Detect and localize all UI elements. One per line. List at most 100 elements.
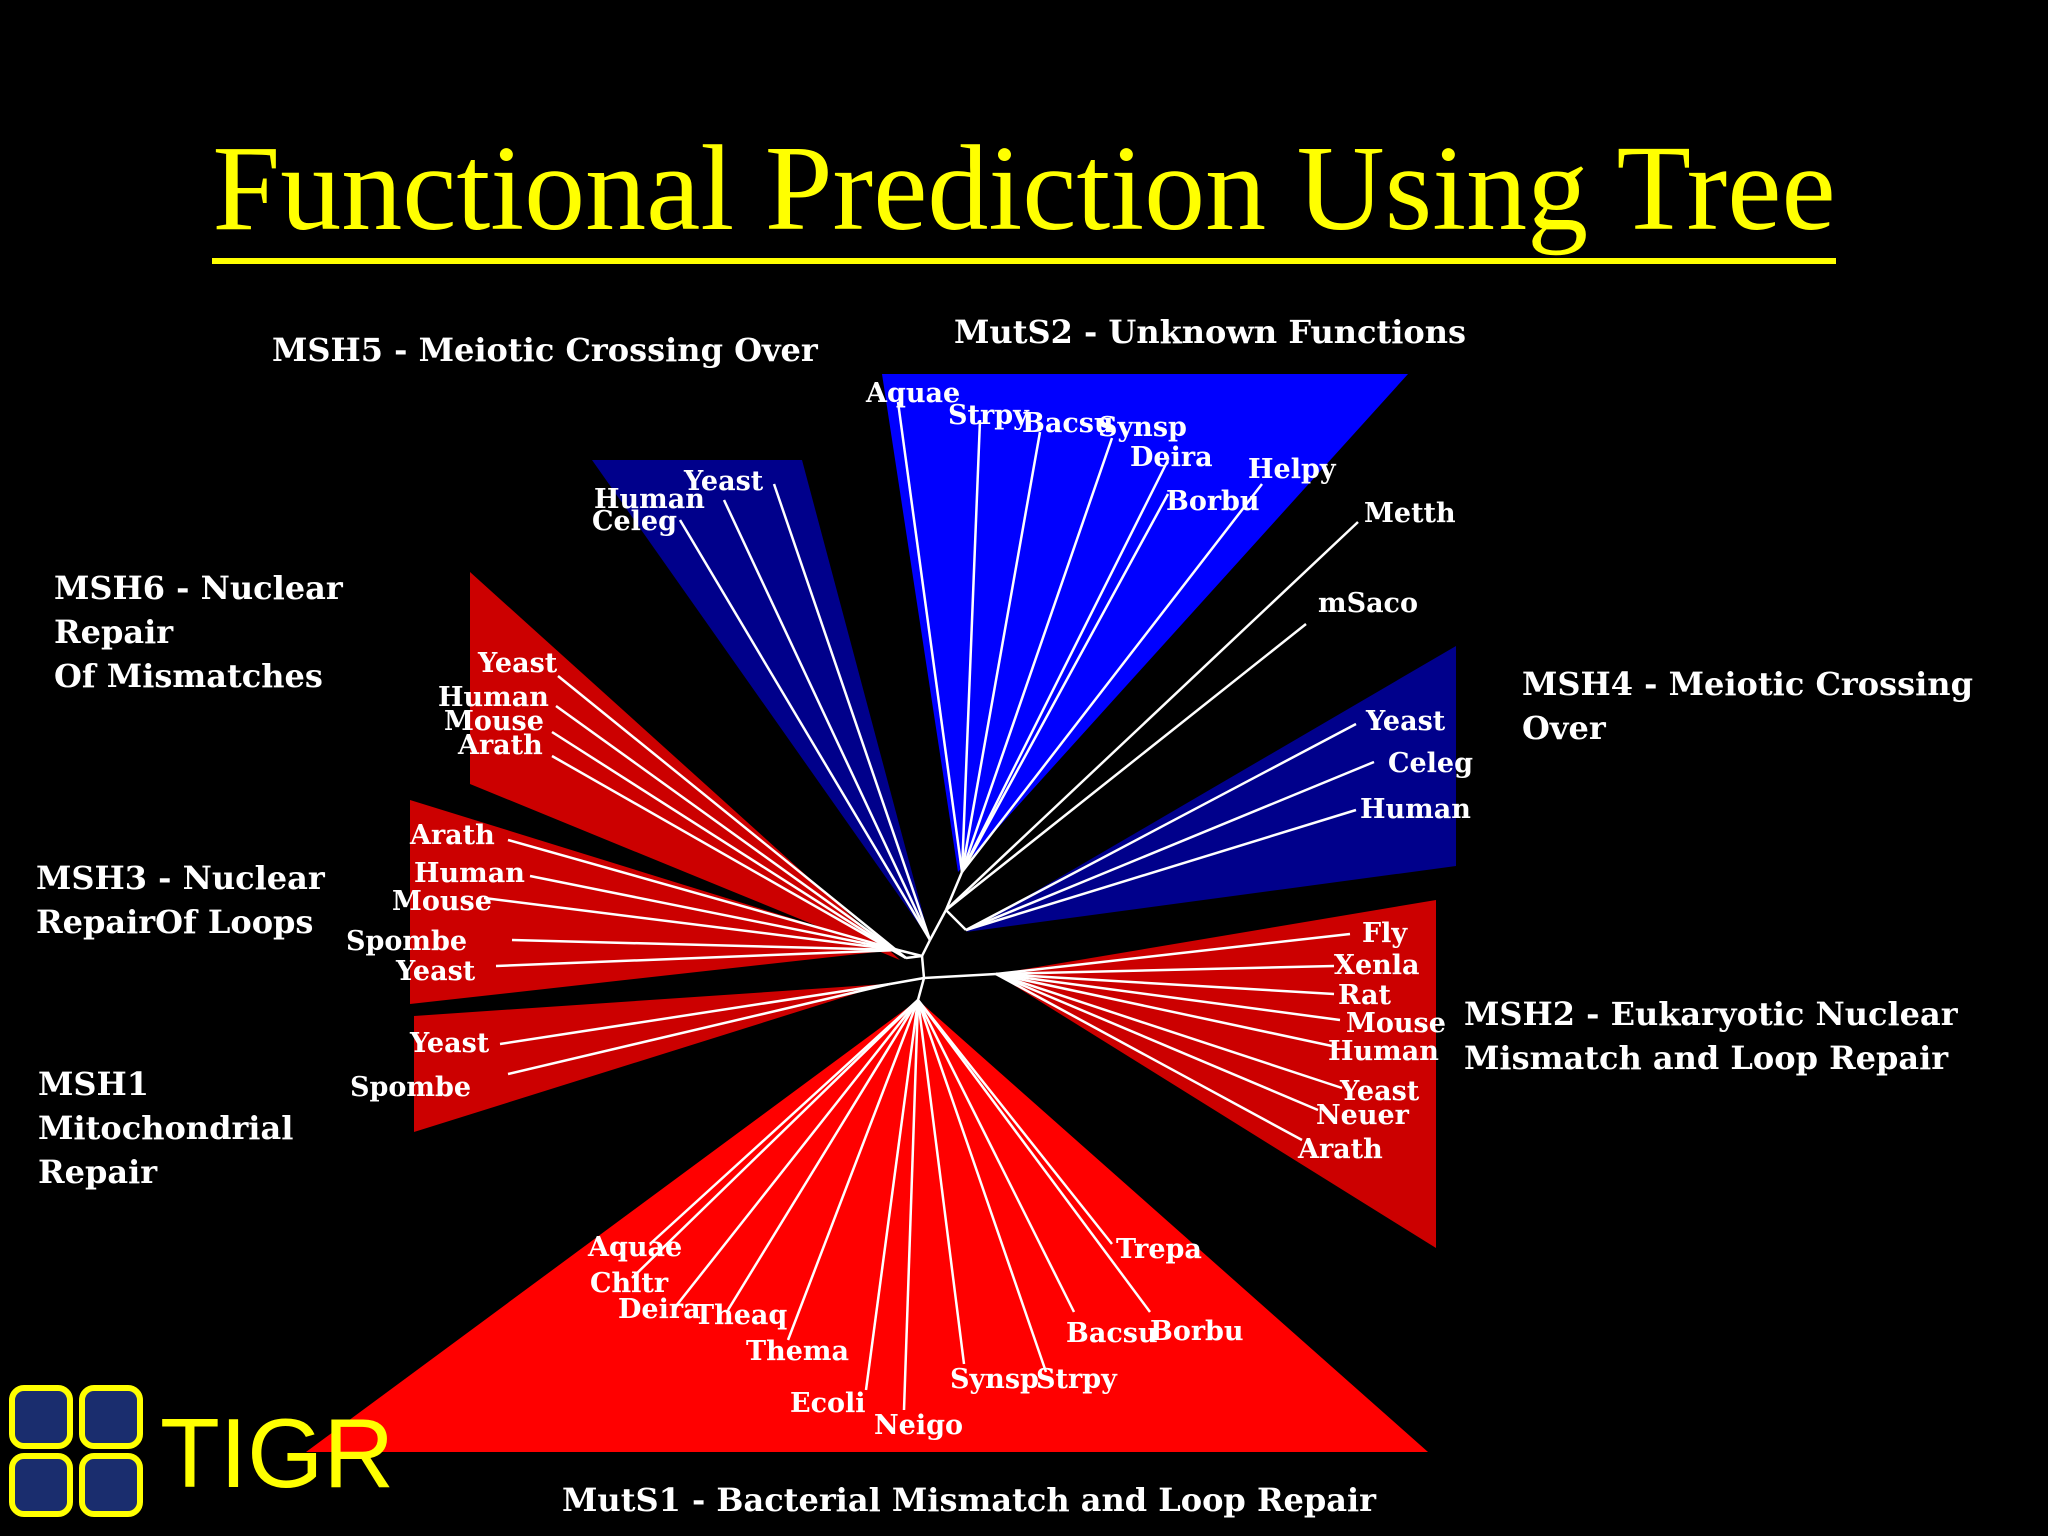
branch-msh6-arath xyxy=(551,754,907,960)
backbone-branch xyxy=(897,948,923,958)
branch-unassigned-msaco xyxy=(945,623,1307,911)
leaf-label-muts1-theaq: Theaq xyxy=(694,1300,787,1331)
leaf-label-msh2-xenla: Xenla xyxy=(1334,950,1420,981)
branch-msh2-xenla xyxy=(995,964,1335,976)
leaf-label-muts2-deira: Deira xyxy=(1130,442,1213,473)
clade-wedge-muts1 xyxy=(306,1000,1428,1452)
branch-muts1-ecoli xyxy=(864,999,920,1391)
branch-msh1-yeast xyxy=(499,982,891,1046)
leaf-label-msh3-mouse: Mouse xyxy=(392,886,492,917)
branch-msh4-celeg xyxy=(965,760,1375,932)
leaf-label-msh2-yeast: Yeast xyxy=(1339,1076,1420,1107)
leaf-label-muts1-borbu: Borbu xyxy=(1150,1316,1244,1347)
leaf-label-unassigned-metth: Metth xyxy=(1364,498,1456,529)
backbone-branch xyxy=(928,909,948,941)
leaf-label-msh5-celeg: Celeg xyxy=(592,506,677,537)
branch-msh3-arath xyxy=(507,838,899,952)
branch-muts1-chltr xyxy=(631,999,919,1279)
leaf-label-muts1-aquae: Aquae xyxy=(587,1232,682,1263)
clade-wedge-msh2 xyxy=(996,900,1436,1248)
branch-muts2-bacsu xyxy=(960,431,1042,873)
leaf-label-muts1-synsp: Synsp xyxy=(950,1364,1039,1395)
branch-msh3-spombe xyxy=(511,938,899,952)
leaf-label-muts1-deira: Deira xyxy=(618,1294,701,1325)
branch-muts2-synsp xyxy=(960,437,1114,873)
clade-wedge-muts2 xyxy=(882,374,1408,872)
branch-muts2-helpy xyxy=(961,483,1263,873)
leaf-label-msh2-neuer: Neuer xyxy=(1316,1100,1410,1131)
leaf-label-msh4-yeast: Yeast xyxy=(1365,706,1446,737)
leaf-label-muts2-strpy: Strpy xyxy=(948,400,1030,431)
clade-wedge-msh5 xyxy=(592,460,930,940)
backbone-branch xyxy=(945,909,967,931)
leaf-label-muts1-strpy: Strpy xyxy=(1036,1364,1118,1395)
leaf-label-muts2-helpy: Helpy xyxy=(1248,454,1337,485)
label-msh5: MSH5 - Meiotic Crossing Over xyxy=(272,331,818,369)
branch-msh6-human xyxy=(555,704,907,960)
branch-muts1-strpy xyxy=(916,999,1048,1373)
leaf-label-muts1-thema: Thema xyxy=(746,1336,849,1367)
branch-msh2-arath xyxy=(995,972,1303,1142)
leaf-label-msh1-yeast: Yeast xyxy=(409,1028,490,1059)
branch-msh2-rat xyxy=(995,972,1335,996)
title-text: Functional Prediction Using Tree xyxy=(212,121,1836,264)
clade-wedge-msh4 xyxy=(966,646,1456,932)
label-muts2: MutS2 - Unknown Functions xyxy=(954,313,1467,351)
leaf-label-msh1-spombe: Spombe xyxy=(350,1072,471,1103)
branch-msh1-spombe xyxy=(507,982,891,1076)
backbone-branch xyxy=(944,871,964,911)
leaf-label-msh2-fly: Fly xyxy=(1362,918,1408,949)
leaf-label-unassigned-msaco: mSaco xyxy=(1318,588,1418,619)
leaf-label-muts2-borbu: Borbu xyxy=(1166,486,1260,517)
branch-msh2-neuer xyxy=(995,972,1319,1112)
branch-msh3-yeast xyxy=(495,948,899,968)
branch-muts1-aquae xyxy=(649,999,919,1245)
branch-msh3-mouse xyxy=(483,896,899,952)
branch-muts2-aquae xyxy=(896,401,964,873)
branch-muts2-strpy xyxy=(960,419,982,873)
leaf-label-muts1-ecoli: Ecoli xyxy=(790,1388,866,1419)
branch-msh4-yeast xyxy=(965,722,1357,932)
branch-msh5-human xyxy=(722,499,932,941)
branch-msh6-mouse xyxy=(551,730,907,960)
leaf-label-msh3-yeast: Yeast xyxy=(395,956,476,987)
branch-msh2-fly xyxy=(995,932,1351,976)
backbone-branch xyxy=(920,955,926,979)
leaf-label-muts1-bacsu: Bacsu xyxy=(1066,1318,1158,1349)
branch-msh3-human xyxy=(529,874,899,952)
branch-muts1-thema xyxy=(786,999,920,1341)
branch-msh6-yeast xyxy=(557,675,907,959)
leaf-label-msh2-mouse: Mouse xyxy=(1346,1008,1446,1039)
leaf-label-msh5-human: Human xyxy=(594,484,705,515)
branch-unassigned-metth xyxy=(945,521,1359,911)
logo-text: TIGR xyxy=(160,1398,395,1508)
tigr-grid-logo-icon xyxy=(9,1385,143,1517)
leaf-label-muts2-synsp: Synsp xyxy=(1098,412,1187,443)
leaf-label-msh6-yeast: Yeast xyxy=(477,648,558,679)
leaf-label-muts1-trepa: Trepa xyxy=(1116,1234,1202,1265)
leaf-label-msh3-arath: Arath xyxy=(409,820,495,851)
leaf-label-msh6-arath: Arath xyxy=(457,730,543,761)
backbone-branch xyxy=(920,939,932,957)
label-muts1: MutS1 - Bacterial Mismatch and Loop Repa… xyxy=(562,1481,1377,1519)
clade-wedge-msh6 xyxy=(470,572,900,960)
branch-muts2-borbu xyxy=(960,493,1170,873)
branch-muts1-bacsu xyxy=(916,999,1076,1313)
leaf-label-msh2-rat: Rat xyxy=(1338,980,1392,1011)
backbone-branch xyxy=(889,976,925,986)
branch-msh5-celeg xyxy=(678,519,932,941)
branch-muts1-borbu xyxy=(916,999,1152,1313)
leaf-label-msh2-human: Human xyxy=(1328,1036,1439,1067)
page-title: Functional Prediction Using Tree xyxy=(0,121,2048,264)
leaf-label-msh2-arath: Arath xyxy=(1297,1134,1383,1165)
leaf-label-msh6-human: Human xyxy=(438,682,549,713)
leaf-label-muts2-bacsu: Bacsu xyxy=(1022,408,1114,439)
branch-msh5-yeast xyxy=(772,483,932,941)
leaf-label-msh3-human: Human xyxy=(414,858,525,889)
branch-muts1-deira xyxy=(675,999,919,1307)
